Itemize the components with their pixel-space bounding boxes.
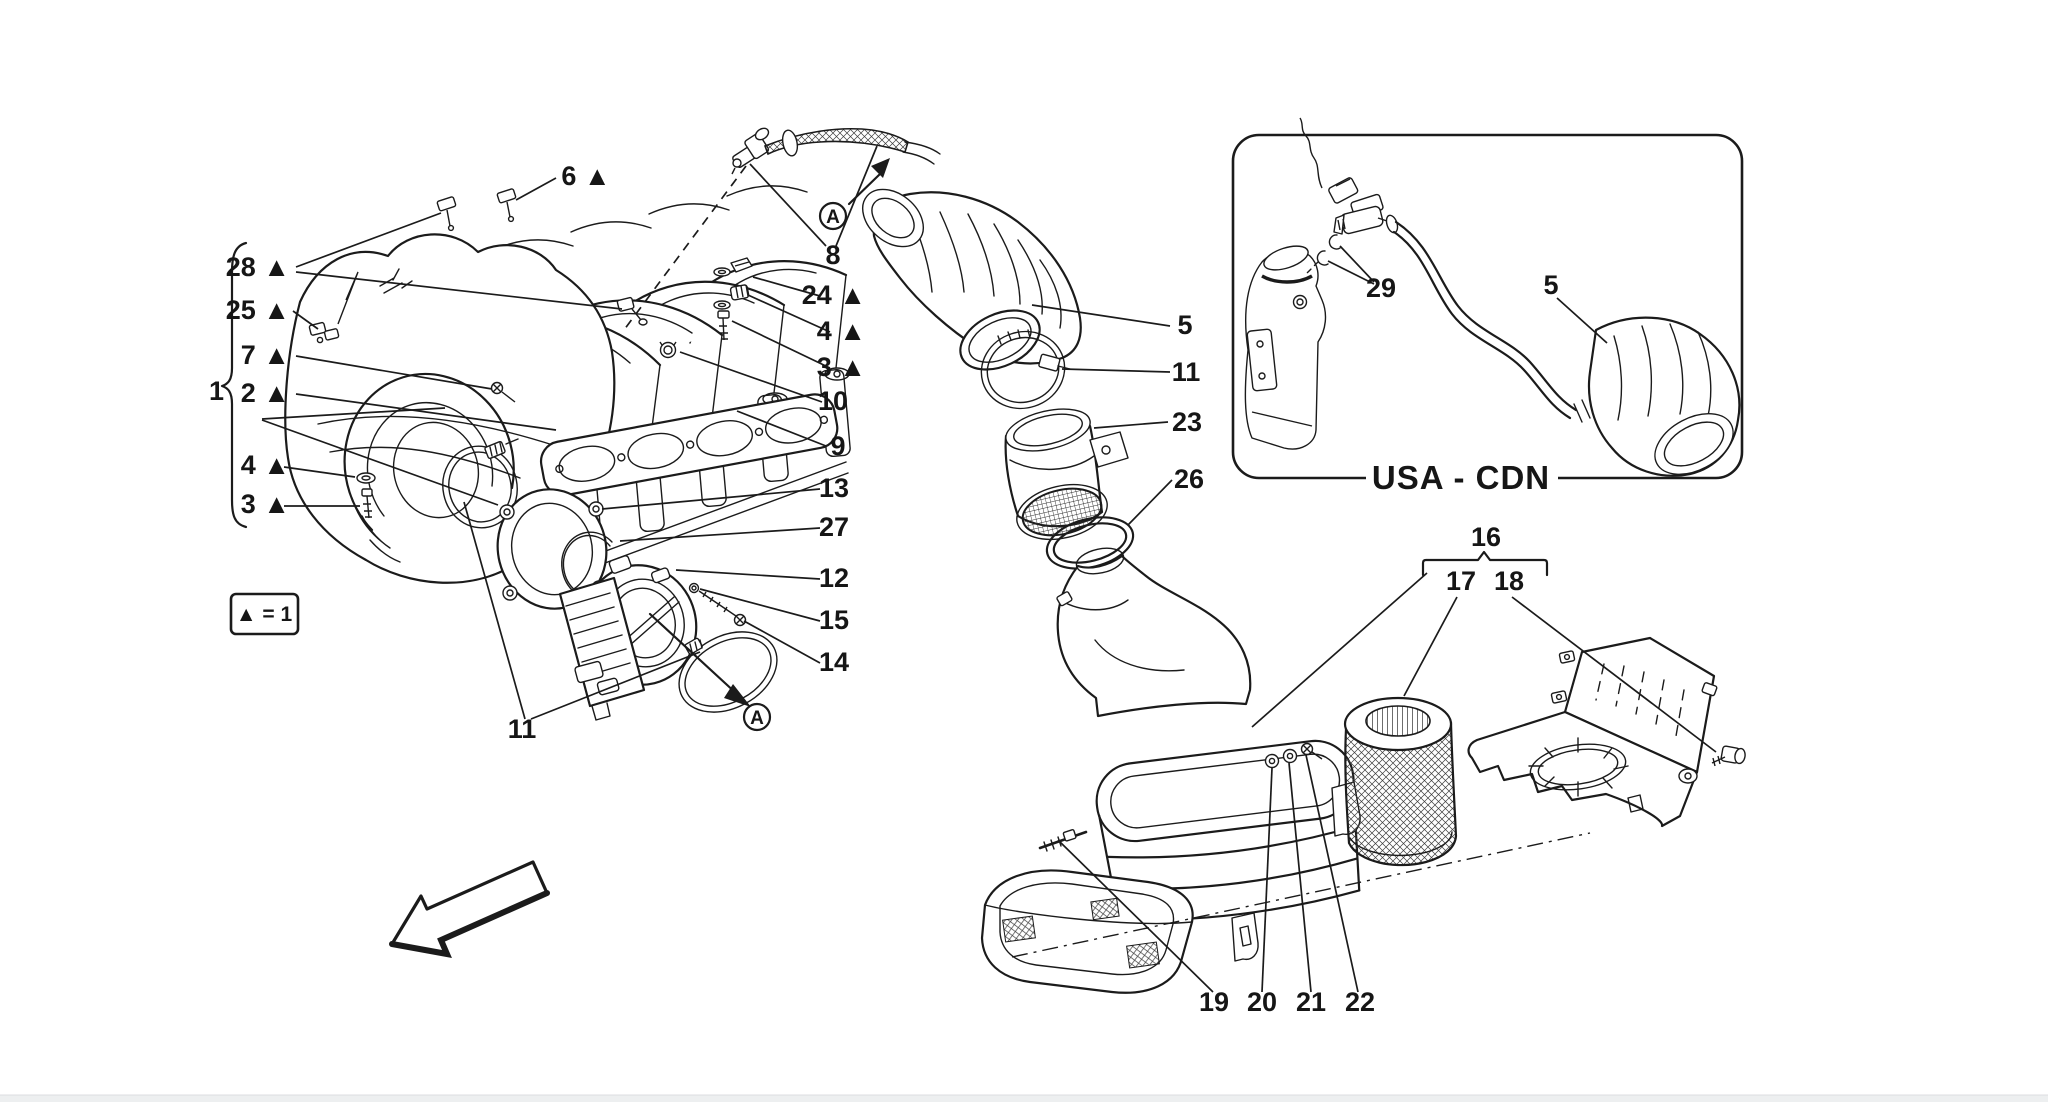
callout-10: 10 [818,386,848,416]
hose-clamp-center-drawing [980,329,1071,410]
direction-arrow [390,860,549,956]
throttle-body-group-drawing [442,438,778,721]
view-marker-a-top: A [818,158,890,231]
callout-3-right: 3 ▲ [817,352,866,382]
manifold-gasket-drawing [539,393,839,497]
callout-5-center: 5 [1177,310,1192,340]
callout-22: 22 [1345,987,1375,1017]
callout-5-inset: 5 [1543,270,1558,300]
callout-14: 14 [819,647,849,677]
callout-12: 12 [819,563,849,593]
manifold-small-parts [308,188,753,519]
callout-9: 9 [830,431,845,461]
snorkel-duct-drawing [1056,547,1252,718]
page-footer-strip [0,1094,2048,1102]
callout-27: 27 [819,512,849,542]
callout-26: 26 [1174,464,1204,494]
group-1-brace [220,241,248,529]
callout-2: 2 ▲ [241,378,290,408]
callout-4-left: 4 ▲ [241,450,290,480]
filter-housing-drawing [1467,636,1746,828]
callout-4-right: 4 ▲ [817,316,866,346]
callout-28: 28 ▲ [226,252,290,282]
air-filter-drawing [1343,696,1458,867]
callout-18: 18 [1494,566,1524,596]
direction-arrow-shadow [389,890,550,958]
callout-11-left: 11 [508,714,537,744]
assembly-axis-line [1011,832,1591,958]
callout-6: 6 ▲ [561,161,610,191]
vapour-fitting-hose-drawing [731,127,941,175]
legend-box: ▲ = 1 [229,592,300,636]
callout-20: 20 [1247,987,1277,1017]
callout-19: 19 [1199,987,1229,1017]
callout-13: 13 [819,473,849,503]
intake-duct-drawing [862,188,1082,371]
view-marker-a-bottom: A [742,702,772,732]
maf-sensor-drawing [1004,408,1129,541]
group-16-bracket [1421,550,1549,577]
callout-25: 25 ▲ [226,295,290,325]
callout-labels: 28 ▲ 25 ▲ 7 ▲ 2 ▲ 4 ▲ 3 ▲ 1 6 ▲ 8 24 ▲ 4… [209,161,1559,1017]
callout-15: 15 [819,605,849,635]
callout-21: 21 [1296,987,1326,1017]
legend-text: ▲ = 1 [236,603,293,626]
callout-24: 24 ▲ [802,280,866,310]
callout-17: 17 [1446,566,1476,596]
svg-text:A: A [750,708,764,729]
intake-scoop-drawing [980,869,1194,994]
callout-7: 7 ▲ [241,340,290,370]
svg-text:A: A [826,207,840,228]
callout-1: 1 [209,376,224,406]
callout-23: 23 [1172,407,1202,437]
callout-8: 8 [825,240,840,270]
callout-29: 29 [1366,273,1396,303]
callout-3-left: 3 ▲ [241,489,290,519]
inset-title: USA - CDN [1372,459,1550,496]
callout-16: 16 [1471,522,1501,552]
usa-cdn-inset: USA - CDN [1231,117,1744,496]
leader-lines [261,145,1717,993]
callout-11-center: 11 [1172,357,1201,387]
